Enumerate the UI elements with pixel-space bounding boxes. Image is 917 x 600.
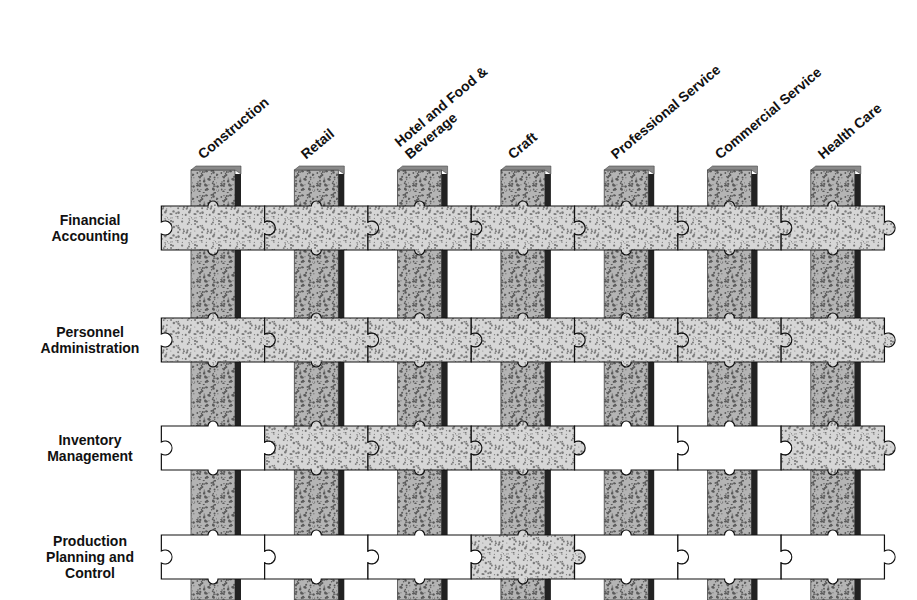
puzzle-piece [575,201,689,255]
industry-column: Retail [294,170,338,600]
puzzle-piece [678,313,792,367]
row-label: Inventory Management [28,432,152,464]
puzzle-piece [161,313,275,367]
puzzle-piece [471,421,585,475]
puzzle-piece [678,201,792,255]
puzzle-piece [368,421,482,475]
puzzle-piece [781,421,895,475]
column-bars [191,166,861,600]
column-heading: Professional Service [608,61,724,162]
puzzle-piece [265,530,379,584]
puzzle-piece [161,201,275,255]
column-heading: Construction [195,94,272,162]
industry-column: Construction [191,170,235,600]
row-label: Personnel Administration [28,324,152,356]
puzzle-piece [265,313,379,367]
function-row: Financial Accounting [0,206,905,250]
puzzle-piece [265,421,379,475]
industry-column: Hotel and Food & Beverage [398,170,442,600]
puzzle-piece [575,530,689,584]
column-heading: Health Care [814,100,884,162]
industry-column: Commercial Service [708,170,752,600]
industry-column: Health Care [811,170,855,600]
puzzle-piece [781,201,895,255]
puzzle-piece [161,421,275,475]
column-heading: Commercial Service [711,64,824,162]
puzzle-piece [678,421,792,475]
row-label: Production Planning and Control [28,533,152,581]
column-heading: Hotel and Food & Beverage [391,61,502,162]
puzzle-piece [368,313,482,367]
puzzle-piece [161,530,275,584]
column-heading: Craft [505,129,540,162]
puzzle-piece [471,313,585,367]
function-row: Personnel Administration [0,318,905,362]
puzzle-piece [575,313,689,367]
industry-column: Professional Service [604,170,648,600]
row-label: Financial Accounting [28,212,152,244]
puzzle-pieces [161,201,895,584]
puzzle-piece [575,421,689,475]
puzzle-piece [265,201,379,255]
function-row: Production Planning and Control [0,535,905,579]
puzzle-piece [368,530,482,584]
function-row: Inventory Management [0,426,905,470]
puzzle-piece [368,201,482,255]
puzzle-piece [781,313,895,367]
puzzle-piece [471,530,585,584]
puzzle-piece [678,530,792,584]
puzzle-piece [781,530,895,584]
column-heading: Retail [298,125,338,162]
industry-column: Craft [501,170,545,600]
puzzle-piece [471,201,585,255]
